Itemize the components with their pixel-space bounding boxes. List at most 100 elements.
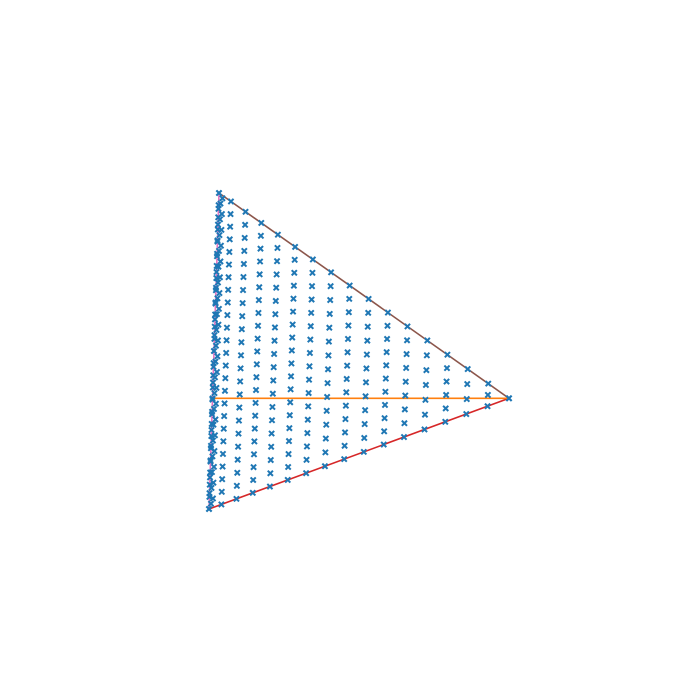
data-point (421, 426, 428, 433)
data-point (235, 430, 242, 437)
data-point (210, 405, 218, 413)
data-point (221, 400, 228, 407)
data-point (226, 236, 234, 243)
data-point (208, 484, 215, 492)
data-point (272, 284, 280, 292)
data-point (286, 398, 294, 406)
data-point (216, 273, 224, 281)
data-point (402, 364, 410, 372)
data-point (304, 429, 311, 437)
data-point (290, 295, 297, 302)
data-point (211, 389, 218, 397)
data-point (218, 501, 225, 508)
data-point (220, 412, 228, 420)
data-point (224, 299, 232, 306)
data-point (215, 247, 223, 255)
data-point (363, 351, 371, 358)
data-point (226, 223, 234, 231)
data-point (290, 282, 298, 290)
data-point (306, 349, 314, 357)
data-point (342, 389, 350, 396)
data-point (233, 482, 241, 490)
data-point (381, 401, 389, 409)
data-point (239, 286, 247, 294)
data-point (345, 322, 352, 329)
data-point (250, 463, 257, 471)
data-point (505, 395, 513, 402)
data-point (205, 505, 213, 513)
data-point (380, 441, 388, 448)
data-point (271, 337, 278, 345)
data-point (212, 342, 220, 350)
data-point (213, 384, 220, 392)
data-point (443, 378, 450, 385)
data-point (206, 489, 213, 497)
data-point (274, 231, 282, 238)
data-point (210, 347, 218, 355)
data-point (223, 324, 231, 332)
data-point (240, 273, 247, 281)
data-point (462, 410, 470, 418)
data-point (216, 289, 223, 297)
data-point (215, 189, 223, 197)
data-point (225, 273, 232, 281)
data-point (219, 194, 226, 202)
data-point (441, 418, 449, 426)
data-point (362, 379, 370, 386)
data-point (214, 352, 221, 360)
data-point (251, 438, 258, 445)
data-point (305, 376, 313, 383)
data-point (423, 352, 431, 359)
data-point (214, 337, 222, 344)
data-point (212, 416, 219, 423)
data-point (361, 406, 369, 414)
data-point (255, 309, 262, 317)
data-point (266, 483, 274, 490)
data-point (484, 391, 492, 399)
data-point (254, 322, 262, 330)
data-point (269, 403, 276, 411)
data-point (215, 205, 222, 213)
data-point (421, 411, 429, 418)
data-point (270, 350, 278, 358)
data-point (345, 295, 353, 303)
edge-top-line (218, 192, 510, 399)
data-point (442, 405, 450, 412)
data-point (208, 410, 216, 418)
data-point (206, 481, 214, 488)
data-point (307, 336, 314, 343)
data-point (208, 426, 215, 434)
data-point (272, 310, 279, 318)
data-point (422, 381, 430, 389)
data-point (235, 417, 243, 424)
data-point (250, 450, 258, 458)
data-point (323, 407, 330, 415)
data-point (324, 365, 332, 373)
data-point (257, 245, 264, 252)
data-point (268, 430, 275, 437)
data-point (342, 415, 349, 423)
triangle-edges (208, 192, 510, 510)
data-point (215, 321, 222, 328)
data-point (216, 231, 223, 239)
data-point (209, 495, 217, 502)
data-point (380, 428, 388, 435)
data-point (402, 378, 410, 386)
data-point (342, 402, 350, 410)
data-point (222, 349, 230, 357)
data-point (384, 309, 392, 316)
data-point (274, 244, 281, 252)
data-point (206, 474, 214, 481)
data-point (224, 286, 232, 294)
data-point (227, 210, 234, 218)
data-point (216, 216, 224, 223)
data-point (218, 475, 226, 483)
data-point (307, 309, 315, 317)
data-point (237, 365, 244, 372)
data-point (251, 425, 259, 432)
data-point (234, 443, 242, 450)
data-point (273, 257, 281, 265)
data-point (251, 412, 259, 420)
data-point (220, 425, 228, 432)
data-point (304, 403, 312, 410)
